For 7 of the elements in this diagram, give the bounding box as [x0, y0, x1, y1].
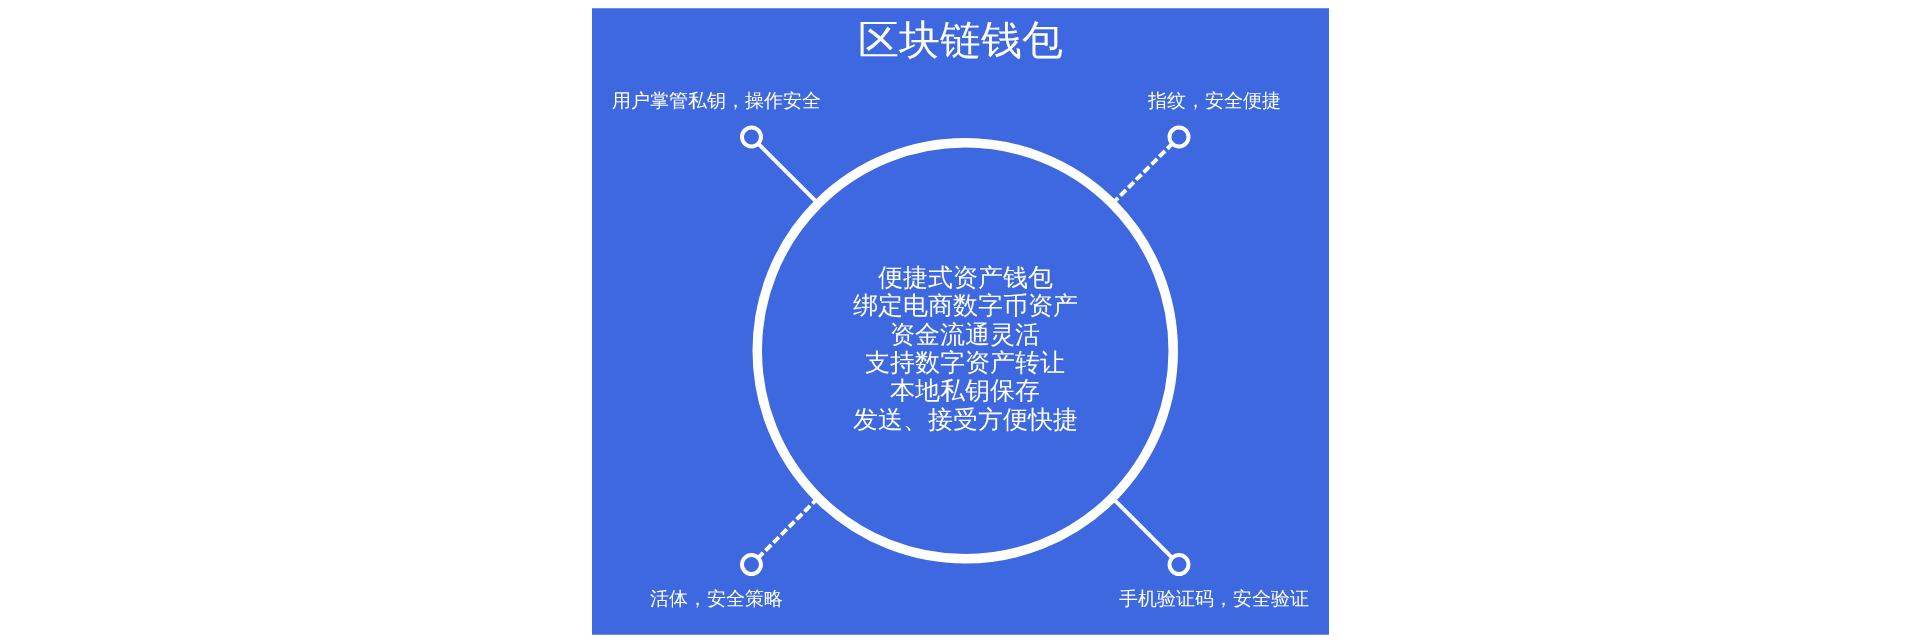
node-text: 活体，安全策略	[649, 586, 783, 609]
node-text: 手机验证码，安全验证	[1118, 586, 1309, 609]
node-circle: 便捷式资产钱包 绑定电商数字币资产 资金流通灵活 支持数字资产转让 本地私钥保存 发送、接受方便快捷	[752, 138, 1178, 564]
node-text: 指纹，安全便捷	[1147, 88, 1281, 111]
node-text: 用户掌管私钥，操作安全	[611, 88, 821, 111]
diagram-title: 区块链钱包	[857, 15, 1063, 64]
connector	[739, 496, 820, 576]
